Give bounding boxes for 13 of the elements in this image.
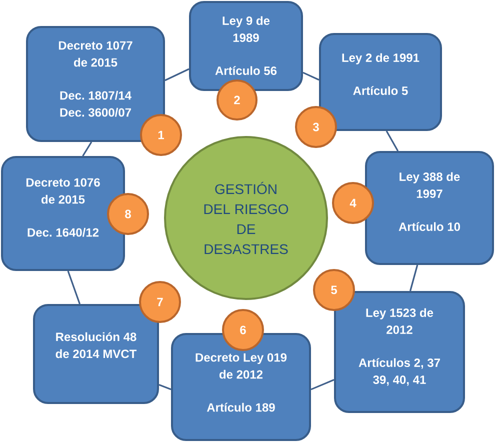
- connector-line: [164, 68, 190, 82]
- connector-line: [386, 130, 399, 152]
- connector-line: [409, 264, 418, 292]
- rounded-box: Resolución 48 de 2014 MVCT: [33, 304, 159, 404]
- rounded-box: Ley 9 de 1989 Artículo 56: [189, 1, 303, 91]
- connector-line: [302, 72, 320, 81]
- rounded-box: Ley 388 de 1997 Artículo 10: [365, 151, 494, 265]
- rounded-box: Ley 2 de 1991 Artículo 5: [319, 33, 442, 131]
- connector-line: [158, 384, 172, 390]
- connector-line: [67, 270, 81, 304]
- connector-line: [82, 142, 92, 156]
- rounded-box: Decreto 1076 de 2015 Dec. 1640/12: [1, 156, 125, 271]
- connector-line: [310, 379, 334, 390]
